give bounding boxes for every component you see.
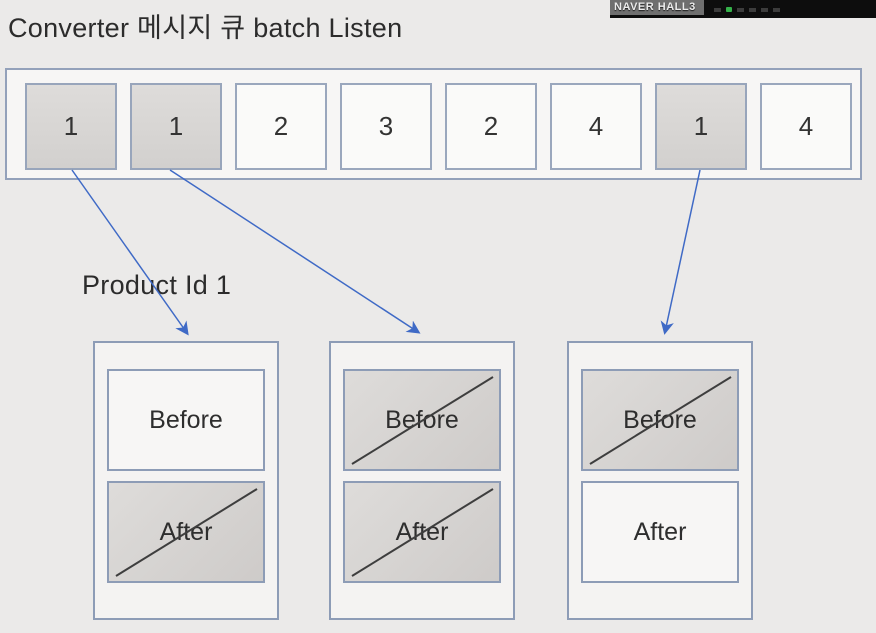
queue-item-2: 1	[130, 83, 222, 170]
queue-to-consumer-arrow-2	[169, 169, 421, 334]
camera-osd-bar: NAVER HALL3	[610, 0, 876, 18]
after-box: After	[107, 481, 265, 583]
queue-item-7: 1	[655, 83, 747, 170]
osd-indicator	[760, 7, 768, 12]
osd-indicator	[748, 7, 756, 12]
queue-item-1: 1	[25, 83, 117, 170]
osd-indicator	[713, 7, 721, 12]
before-label: Before	[385, 405, 459, 434]
before-label: Before	[149, 405, 223, 434]
slide-title: Converter 메시지 큐 batch Listen	[8, 13, 403, 43]
camera-location-label: NAVER HALL3	[610, 0, 704, 15]
before-box: Before	[107, 369, 265, 471]
before-box: Before	[581, 369, 739, 471]
product-id-label: Product Id 1	[82, 270, 232, 300]
osd-indicator	[772, 7, 780, 12]
after-label: After	[159, 517, 213, 546]
queue-to-consumer-arrow-1	[71, 169, 189, 336]
queue-item-5: 2	[445, 83, 537, 170]
queue-item-6: 4	[550, 83, 642, 170]
after-box: After	[343, 481, 501, 583]
queue-item-8: 4	[760, 83, 852, 170]
queue-item-3: 2	[235, 83, 327, 170]
after-box: After	[581, 481, 739, 583]
before-box: Before	[343, 369, 501, 471]
record-indicator-dot	[725, 7, 732, 12]
after-label: After	[395, 517, 449, 546]
queue-to-consumer-arrow-3	[660, 169, 701, 335]
after-label: After	[633, 517, 687, 546]
osd-indicator	[736, 7, 744, 12]
camera-osd-indicators	[713, 7, 780, 12]
queue-item-4: 3	[340, 83, 432, 170]
before-label: Before	[623, 405, 697, 434]
